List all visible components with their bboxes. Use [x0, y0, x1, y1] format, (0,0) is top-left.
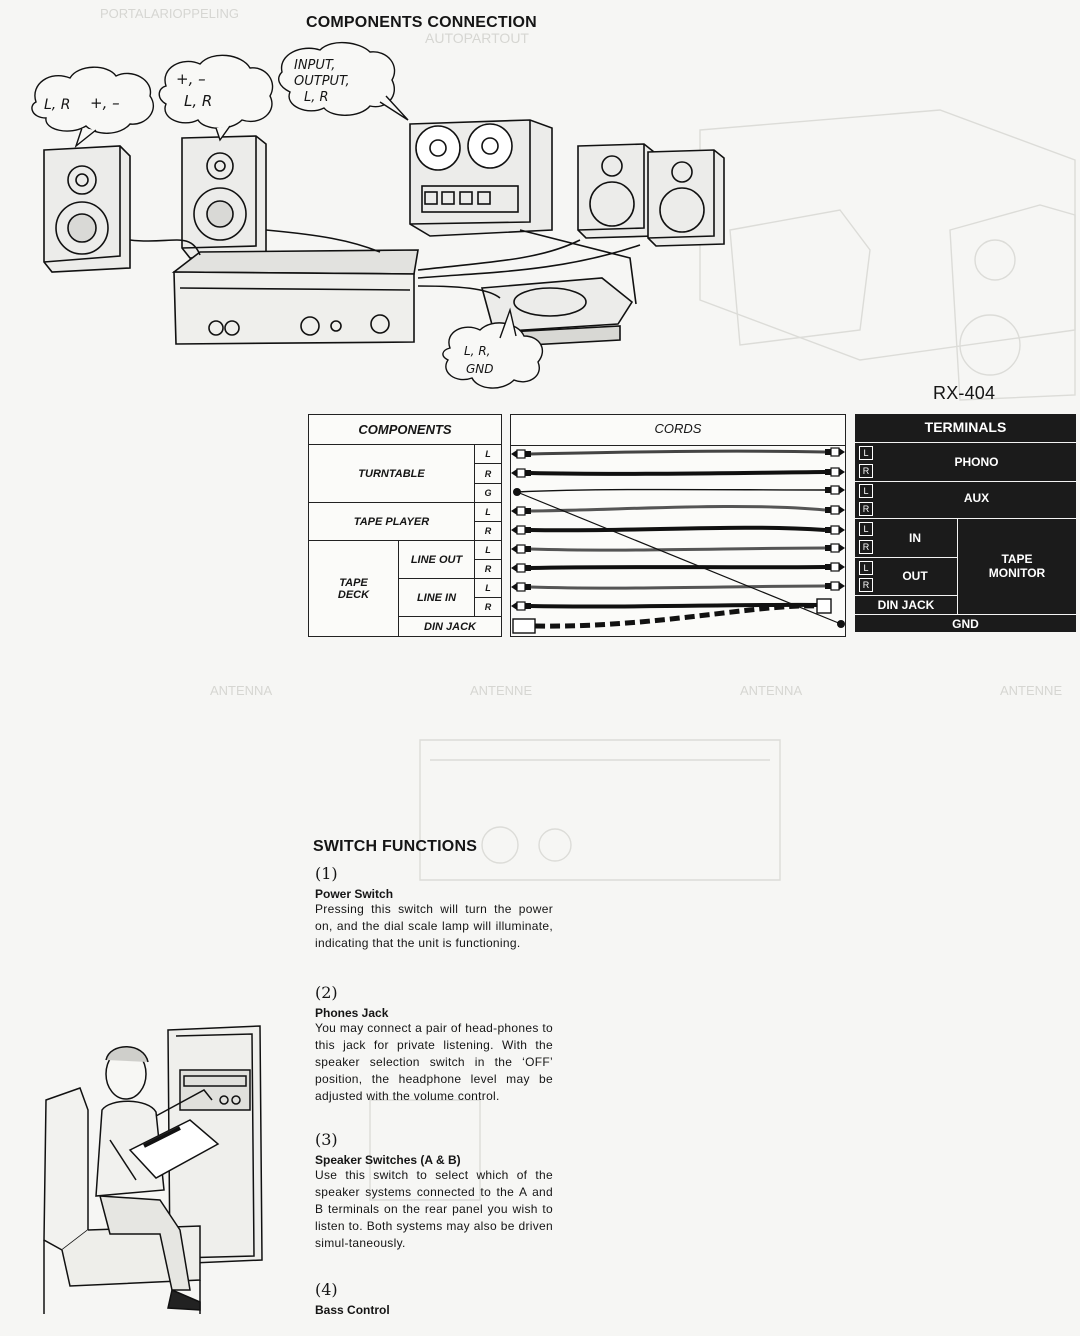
terminal-channel: R — [859, 464, 873, 478]
tape-in-terminal: IN — [909, 531, 921, 545]
channel-label: L — [475, 579, 501, 598]
channel-label: L — [475, 503, 501, 522]
aux-terminal: AUX — [963, 491, 990, 505]
bubble-text-mid-1: +, – — [176, 70, 206, 88]
ghost-text: ANTENNA — [210, 683, 273, 698]
left-speaker-2 — [181, 135, 267, 259]
channel-label: R — [475, 522, 501, 541]
switch-item-phones: (2) Phones Jack You may connect a pair o… — [315, 983, 553, 1105]
terminal-channel: R — [859, 502, 873, 516]
bubble-text-tape-2: OUTPUT, — [294, 74, 350, 89]
switch-item-bass: (4) Bass Control — [315, 1280, 553, 1317]
ghost-text: ANTENNE — [1000, 683, 1063, 698]
right-speaker-1 — [577, 143, 655, 239]
terminal-channel: L — [859, 446, 873, 460]
bubble-text-turntable-1: L, R, — [464, 344, 491, 358]
page-title: COMPONENTS CONNECTION — [306, 14, 537, 31]
gnd-terminal: GND — [952, 617, 979, 631]
channel-label: R — [475, 598, 501, 617]
bubble-text-tape-1: INPUT, — [294, 58, 336, 73]
tape-out-terminal: OUT — [902, 569, 928, 583]
ghost-text: ANTENNA — [740, 683, 803, 698]
item-body: Use this switch to select which of the s… — [315, 1168, 553, 1250]
item-number: (4) — [315, 1280, 338, 1299]
cords-header: CORDS — [654, 421, 702, 436]
right-speaker-2 — [647, 149, 725, 247]
item-name: Phones Jack — [315, 1006, 389, 1020]
tape-deck-label: TAPE DECK — [309, 541, 399, 636]
item-body: You may connect a pair of head-phones to… — [315, 1021, 553, 1103]
left-speaker-1 — [43, 145, 131, 273]
terminal-channel: L — [859, 484, 873, 498]
bubble-text-left-1: L, R — [44, 97, 71, 113]
terminal-channel: L — [859, 522, 873, 536]
stereo-system-illustration — [31, 42, 725, 389]
item-name: Bass Control — [315, 1303, 390, 1317]
bubble-text-turntable-2: GND — [466, 362, 494, 376]
item-number: (3) — [315, 1130, 338, 1149]
din-jack-terminal: DIN JACK — [877, 598, 935, 612]
terminals-header: TERMINALS — [924, 419, 1007, 435]
speech-bubble-middle — [158, 54, 274, 129]
line-out-label: LINE OUT — [399, 541, 475, 579]
phono-terminal: PHONO — [954, 455, 999, 469]
receiver-unit — [171, 249, 419, 345]
tape-player-label: TAPE PLAYER — [309, 503, 475, 541]
channel-label: L — [475, 445, 501, 464]
components-table: COMPONENTS TURNTABLE L R G TAPE PLAYER L… — [308, 414, 502, 637]
model-number: RX-404 — [933, 383, 996, 403]
ghost-text: ANTENNE — [470, 683, 533, 698]
item-number: (1) — [315, 864, 338, 883]
switch-item-power: (1) Power Switch Pressing this switch wi… — [315, 864, 553, 952]
turntable-label: TURNTABLE — [309, 445, 475, 503]
terminal-channel: R — [859, 578, 873, 592]
item-name: Power Switch — [315, 887, 394, 901]
item-number: (2) — [315, 983, 338, 1002]
terminals-panel: TERMINALS L R PHONO L R AUX L R IN L R O… — [855, 414, 1076, 632]
channel-label: R — [475, 560, 501, 579]
bubble-text-mid-2: L, R — [184, 92, 213, 110]
ghost-text: AUTOPARTOUT — [425, 30, 529, 46]
channel-label: G — [475, 484, 501, 503]
tape-monitor-terminal: TAPE MONITOR — [988, 552, 1046, 580]
terminal-channel: R — [859, 540, 873, 554]
reel-to-reel-tape-deck — [409, 119, 553, 237]
din-jack-label: DIN JACK — [424, 620, 476, 633]
components-header: COMPONENTS — [309, 415, 501, 445]
terminal-channel: L — [859, 561, 873, 575]
channel-label: L — [475, 541, 501, 560]
switch-item-speaker: (3) Speaker Switches (A & B) Use this sw… — [315, 1130, 553, 1252]
speech-bubble-left — [31, 66, 155, 134]
bubble-text-left-2: +, – — [90, 94, 120, 112]
switch-functions-title: SWITCH FUNCTIONS — [313, 838, 478, 855]
man-reading-manual-illustration — [43, 1025, 263, 1314]
item-body: Pressing this switch will turn the power… — [315, 902, 553, 950]
bubble-text-tape-3: L, R — [304, 90, 329, 105]
ghost-text: PORTALARIOPPELING — [100, 6, 239, 21]
line-in-label: LINE IN — [399, 579, 475, 617]
item-name: Speaker Switches (A & B) — [315, 1153, 461, 1167]
cords-diagram — [510, 447, 846, 634]
channel-label: R — [475, 464, 501, 484]
speech-bubble-turntable — [442, 322, 543, 389]
